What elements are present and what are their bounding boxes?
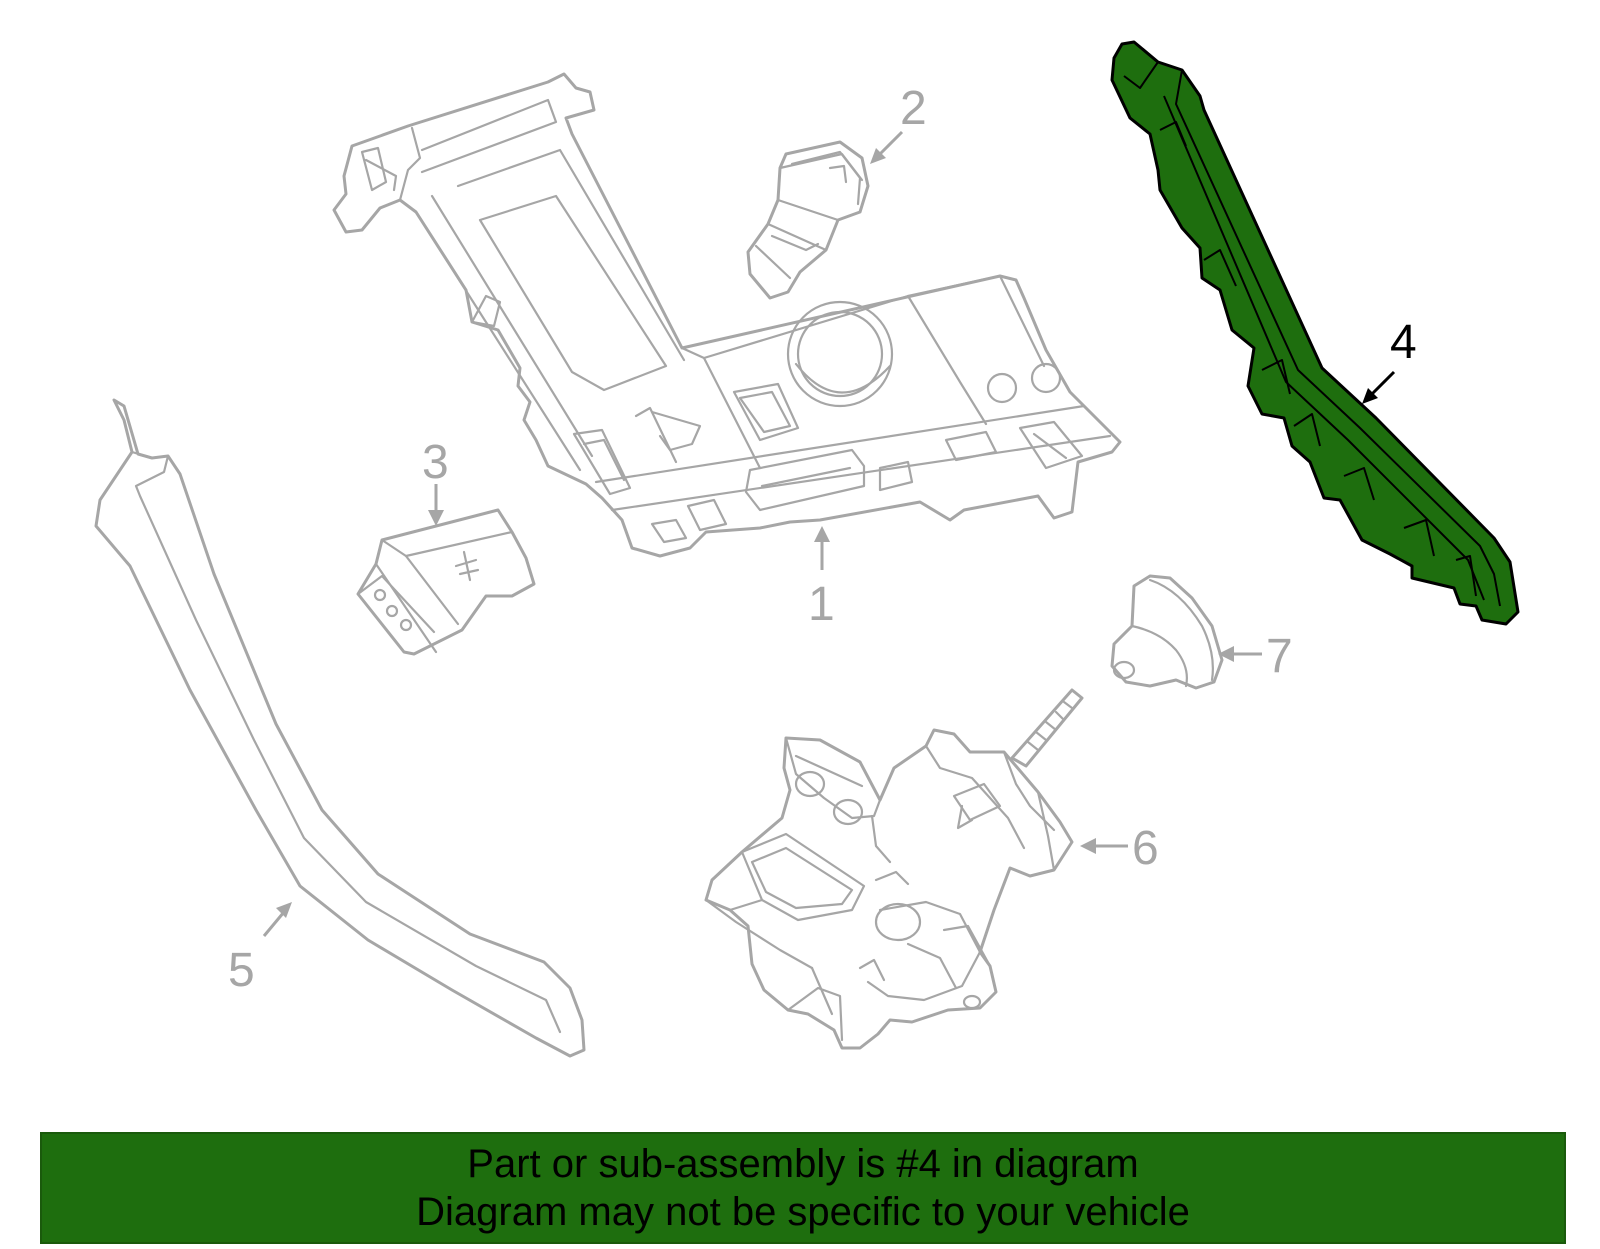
part-2-switch[interactable] — [746, 140, 870, 300]
part-4-trim-strip-highlighted[interactable] — [1110, 40, 1520, 626]
callout-7: 7 — [1218, 630, 1293, 683]
part-7-knob[interactable] — [1110, 574, 1224, 690]
banner-line-part-number: Part or sub-assembly is #4 in diagram — [467, 1142, 1139, 1186]
callout-1: 1 — [808, 526, 835, 631]
part-5-trim-panel[interactable] — [94, 398, 586, 1058]
part-3-switch-module[interactable] — [356, 508, 536, 656]
callout-5-label: 5 — [228, 944, 255, 997]
part-4-fill — [1110, 40, 1520, 626]
callout-6-label: 6 — [1132, 822, 1159, 875]
info-banner: Part or sub-assembly is #4 in diagram Di… — [40, 1132, 1566, 1244]
callout-6: 6 — [1080, 822, 1159, 875]
callout-4: 4 — [1362, 316, 1417, 404]
callout-7-label: 7 — [1266, 630, 1293, 683]
callout-1-label: 1 — [808, 578, 835, 631]
banner-line-disclaimer: Diagram may not be specific to your vehi… — [416, 1190, 1190, 1234]
part-1-console-panel[interactable] — [332, 72, 1122, 558]
callout-3: 3 — [422, 436, 449, 526]
part-6-gear-shifter[interactable] — [704, 688, 1084, 1050]
callout-5: 5 — [228, 902, 292, 997]
callout-2-label: 2 — [900, 82, 927, 135]
callout-3-label: 3 — [422, 436, 449, 489]
callout-4-label: 4 — [1390, 316, 1417, 369]
callout-2: 2 — [870, 82, 927, 164]
